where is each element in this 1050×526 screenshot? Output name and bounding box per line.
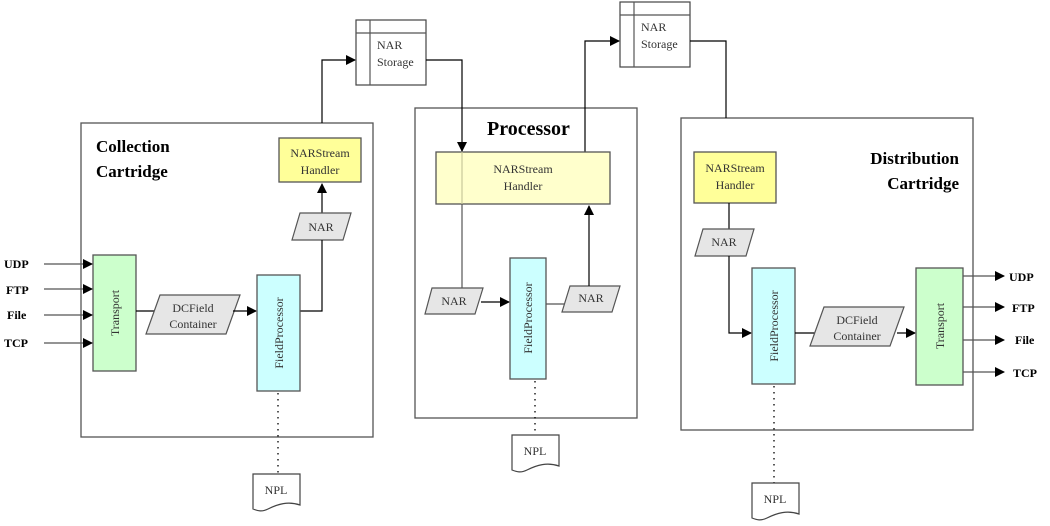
npl-label: NPL: [764, 492, 787, 506]
collection-title: Collection: [96, 137, 170, 156]
fieldprocessor-label: FieldProcessor: [272, 297, 286, 368]
npl-label: NPL: [265, 483, 288, 497]
container-label: DCField: [836, 313, 877, 327]
output-file-label: File: [1015, 333, 1035, 347]
collection-dcfield-container: DCField Container: [145, 294, 241, 335]
nar-storage-2: NAR Storage: [619, 1, 691, 68]
storage-label: NAR: [641, 20, 666, 34]
container-label: Container: [169, 317, 216, 331]
output-tcp-label: TCP: [1013, 366, 1037, 380]
handler-label: Handler: [716, 178, 755, 192]
nar-label: NAR: [578, 291, 603, 305]
distribution-dcfield-container: DCField Container: [809, 306, 905, 347]
storage-label: Storage: [377, 55, 414, 69]
transport-label: Transport: [933, 302, 947, 349]
collection-inputs: UDP FTP File TCP: [4, 257, 93, 350]
distribution-title: Distribution: [870, 149, 959, 168]
collection-nar-data: NAR: [291, 212, 352, 241]
distribution-nar-data: NAR: [694, 228, 755, 257]
collection-title: Cartridge: [96, 162, 168, 181]
connector-processor-to-storage2: [584, 36, 620, 152]
nar-label: NAR: [441, 294, 466, 308]
storage-label: NAR: [377, 38, 402, 52]
connector-fieldprocessor-to-nar: [300, 240, 323, 312]
output-udp-label: UDP: [1009, 270, 1034, 284]
nar-label: NAR: [711, 235, 736, 249]
processor-fieldprocessor: FieldProcessor: [509, 257, 547, 380]
connector-storage2-to-distribution: [690, 40, 727, 118]
input-ftp-label: FTP: [6, 283, 29, 297]
fieldprocessor-label: FieldProcessor: [521, 282, 535, 353]
distribution-title: Cartridge: [887, 174, 959, 193]
processor-title: Processor: [487, 118, 570, 140]
distribution-npl-document: NPL: [751, 482, 800, 521]
collection-npl-document: NPL: [252, 473, 301, 512]
distribution-fieldprocessor: FieldProcessor: [751, 267, 796, 385]
connector-collection-to-storage1: [321, 55, 356, 123]
handler-label: NARStream: [290, 146, 350, 160]
container-label: DCField: [172, 301, 213, 315]
distribution-narstream-handler: NARStream Handler: [693, 151, 777, 204]
fieldprocessor-label: FieldProcessor: [767, 290, 781, 361]
connector-storage1-to-processor: [426, 59, 467, 152]
distribution-outputs: UDP FTP File TCP: [963, 270, 1037, 380]
input-file-label: File: [7, 308, 27, 322]
nar-storage-1: NAR Storage: [355, 19, 427, 86]
processor-nar-out: NAR: [561, 285, 621, 313]
connector-nar-to-fieldprocessor: [728, 256, 752, 338]
collection-transport: Transport: [92, 254, 137, 372]
storage-label: Storage: [641, 37, 678, 51]
processor-npl-document: NPL: [511, 434, 560, 473]
distribution-transport: Transport: [915, 267, 964, 386]
handler-label: Handler: [504, 179, 543, 193]
transport-label: Transport: [108, 289, 122, 336]
processor-narstream-handler: NARStream Handler: [435, 151, 611, 205]
input-tcp-label: TCP: [4, 336, 28, 350]
input-udp-label: UDP: [4, 257, 29, 271]
handler-label: Handler: [301, 163, 340, 177]
nar-label: NAR: [308, 220, 333, 234]
collection-fieldprocessor: FieldProcessor: [256, 274, 301, 392]
npl-label: NPL: [524, 444, 547, 458]
output-ftp-label: FTP: [1012, 301, 1035, 315]
container-label: Container: [833, 329, 880, 343]
handler-label: NARStream: [705, 161, 765, 175]
handler-label: NARStream: [493, 162, 553, 176]
processor-nar-in: NAR: [424, 287, 484, 315]
collection-narstream-handler: NARStream Handler: [278, 137, 362, 183]
